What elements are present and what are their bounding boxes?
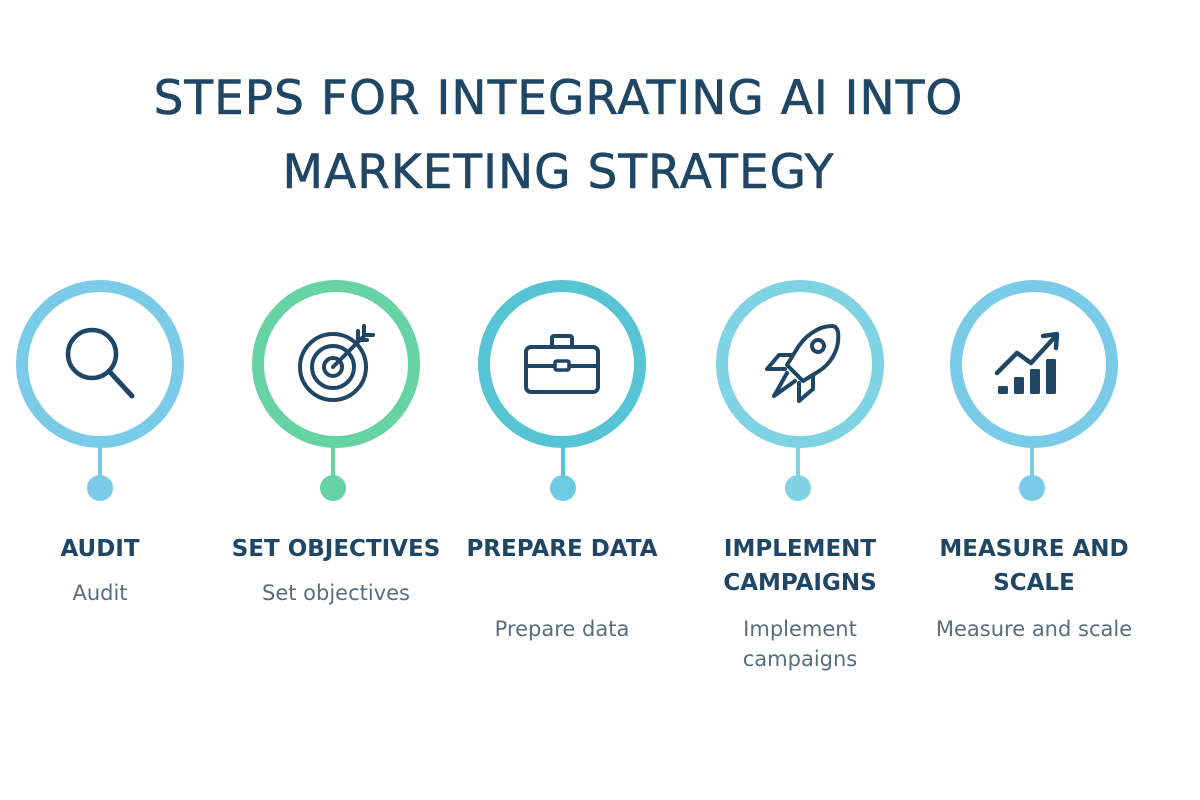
- step-title-set-objectives: SET OBJECTIVES: [231, 536, 441, 562]
- step-title-audit: AUDIT: [60, 536, 140, 562]
- step-ring-measure-and-scale: [950, 280, 1118, 448]
- step-ring-set-objectives: [252, 280, 420, 448]
- page-title: STEPS FOR INTEGRATING AI INTO MARKETING …: [0, 62, 1117, 210]
- step-description-audit: Audit: [72, 581, 128, 605]
- step-description-prepare-data: Prepare data: [494, 617, 630, 641]
- step-description-set-objectives: Set objectives: [262, 581, 410, 605]
- rocket-icon: [765, 324, 841, 403]
- step-title-implement-campaigns: IMPLEMENT CAMPAIGNS: [723, 536, 877, 596]
- step-ring-implement-campaigns: [716, 280, 884, 448]
- title-line-2: MARKETING STRATEGY: [282, 145, 835, 201]
- magnifying-glass-icon: [65, 327, 135, 399]
- target-icon: [298, 324, 375, 402]
- step-marker-measure-and-scale: [1019, 446, 1045, 501]
- step-title-prepare-data: PREPARE DATA: [466, 536, 658, 562]
- step-marker-implement-campaigns: [785, 446, 811, 501]
- growth-chart-icon: [994, 331, 1060, 394]
- step-description-measure-and-scale: Measure and scale: [935, 617, 1133, 641]
- step-marker-audit: [87, 446, 113, 501]
- step-title-measure-and-scale: MEASURE AND SCALE: [939, 536, 1129, 596]
- briefcase-icon: [524, 334, 600, 394]
- title-line-1: STEPS FOR INTEGRATING AI INTO: [153, 71, 964, 127]
- step-markers: [87, 446, 1045, 501]
- step-ring-audit: [16, 280, 184, 448]
- step-description-implement-campaigns: Implement campaigns: [742, 617, 858, 671]
- step-marker-prepare-data: [550, 446, 576, 501]
- step-marker-set-objectives: [320, 446, 346, 501]
- step-ring-prepare-data: [478, 280, 646, 448]
